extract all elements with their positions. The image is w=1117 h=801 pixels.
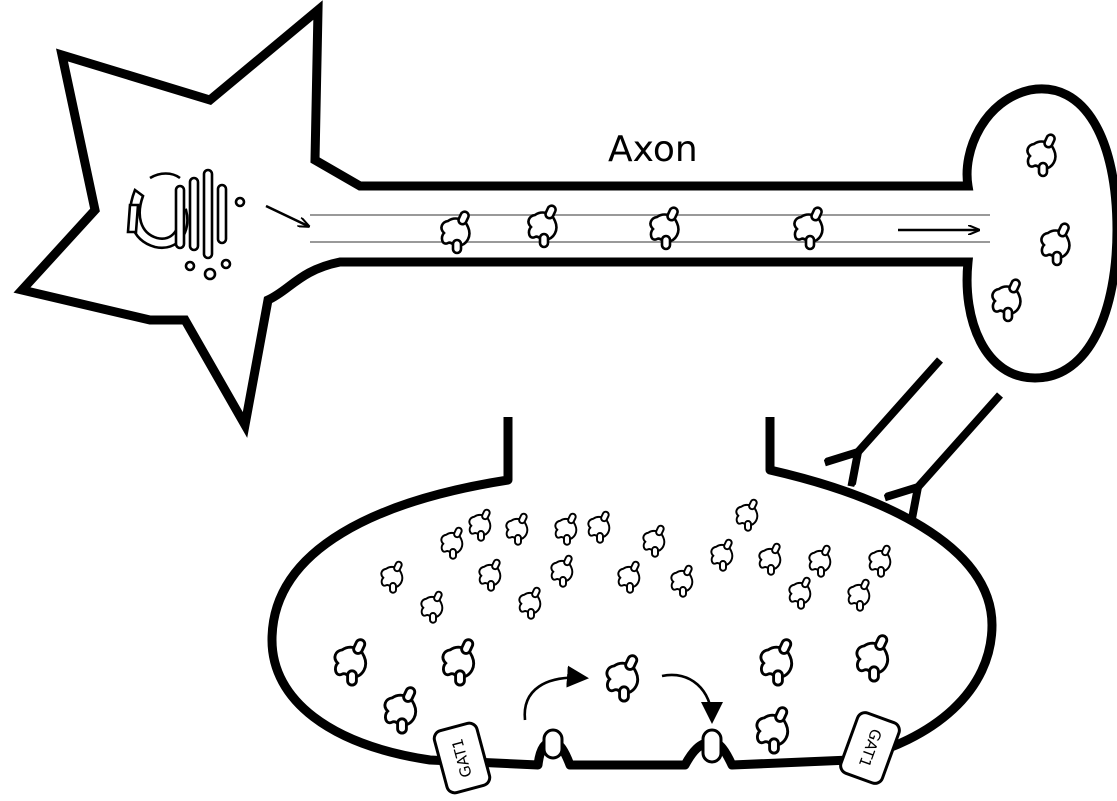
- protein-glyph: [809, 545, 830, 577]
- protein-glyph: [761, 638, 792, 685]
- protein-glyph: [421, 591, 442, 623]
- vesicle-proteins: [381, 499, 890, 623]
- protein-glyph: [469, 509, 490, 541]
- release-arrow: [918, 395, 1000, 487]
- protein-glyph: [555, 513, 576, 545]
- protein-glyph: [443, 638, 474, 685]
- protein-glyph: [671, 565, 692, 597]
- protein-glyph: [519, 587, 540, 619]
- protein-glyph: [857, 634, 888, 681]
- gat1-transporter-left: GAT1: [432, 721, 491, 794]
- protein-glyph: [643, 525, 664, 557]
- protein-glyph: [441, 527, 462, 559]
- protein-glyph: [848, 579, 869, 611]
- protein-glyph: [479, 559, 500, 591]
- recycle-arrow: [662, 675, 712, 720]
- membrane-proteins: [335, 634, 888, 753]
- protein-glyph: [381, 561, 402, 593]
- recycle-arrow: [525, 678, 585, 720]
- protein-glyph: [789, 577, 810, 609]
- protein-glyph: [711, 539, 732, 571]
- protein-glyph: [618, 561, 639, 593]
- protein-glyph: [757, 706, 788, 753]
- protein-glyph: [588, 511, 609, 543]
- protein-glyph: [759, 543, 780, 575]
- protein-glyph: [551, 555, 572, 587]
- protein-glyph: [335, 638, 366, 685]
- gat1-transporter-right: GAT1: [838, 710, 901, 785]
- axon-label: Axon: [608, 129, 698, 170]
- protein-glyph: [506, 513, 527, 545]
- protein-glyph: [607, 654, 638, 701]
- protein-glyph: [869, 545, 890, 577]
- protein-glyph: [736, 499, 757, 531]
- protein-glyph: [385, 686, 416, 733]
- release-arrow: [858, 360, 940, 452]
